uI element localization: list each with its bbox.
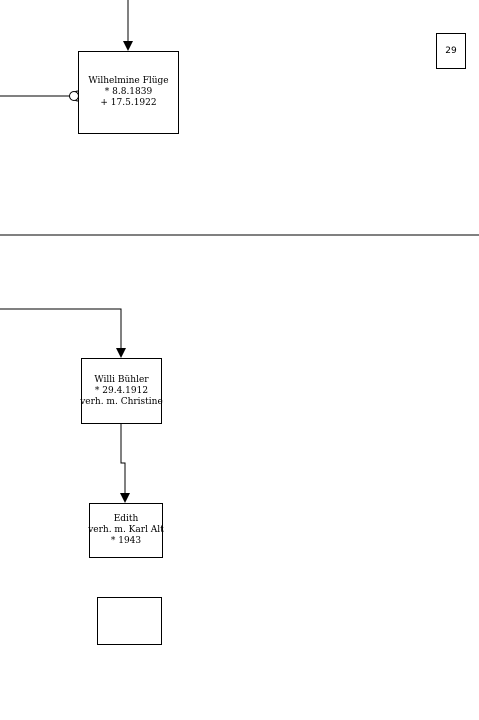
person-spouse: verh. m. Karl Alt	[88, 525, 164, 535]
person-birth: * 1943	[110, 536, 142, 546]
person-box-edith[interactable]: Edith verh. m. Karl Alt * 1943	[88, 503, 164, 558]
person-birth: * 29.4.1912	[94, 385, 149, 396]
page-number-box: 29	[436, 33, 466, 69]
person-name: Willi Bühler	[94, 374, 149, 385]
person-birth: * 8.8.1839	[104, 87, 153, 97]
person-spouse: verh. m. Christine	[80, 396, 163, 407]
person-box-willi[interactable]: Willi Bühler * 29.4.1912 verh. m. Christ…	[80, 358, 163, 424]
person-name: Wilhelmine Flüge	[88, 76, 169, 86]
page-number: 29	[445, 45, 457, 56]
person-death: + 17.5.1922	[100, 98, 157, 108]
person-box-wilhelmine[interactable]: Wilhelmine Flüge * 8.8.1839 + 17.5.1922	[78, 51, 179, 134]
connector-willi-to-edith	[120, 424, 130, 503]
person-name: Edith	[113, 514, 139, 524]
person-box-empty[interactable]	[97, 597, 162, 645]
connector-parent-to-willi	[0, 308, 126, 358]
